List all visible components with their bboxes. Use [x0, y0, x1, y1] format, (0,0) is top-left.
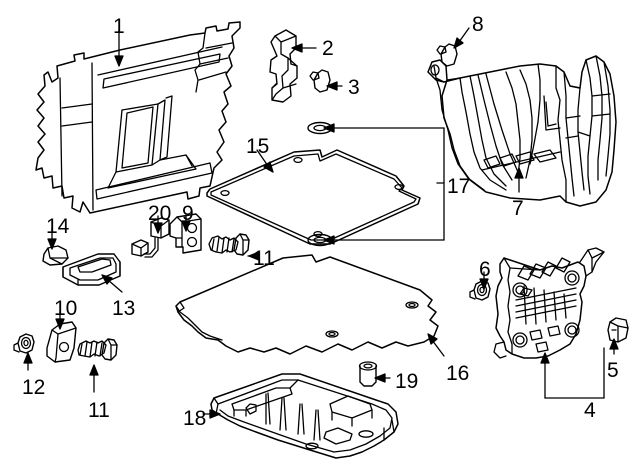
part-14-plug: [42, 245, 69, 266]
callout-label-12: 12: [22, 376, 46, 399]
part-1-quarter-trim-panel: [35, 21, 241, 214]
callout-label-5: 5: [607, 359, 619, 382]
part-2-bracket: [269, 29, 298, 103]
part-7-wheelhouse-trim: [427, 55, 617, 207]
part-8-retainer-clip: [436, 43, 458, 67]
part-10-trim-cover: [46, 321, 77, 363]
callout-label-18: 18: [183, 407, 207, 430]
callout-label-14: 14: [46, 215, 70, 238]
part-19-grommet: [358, 361, 378, 387]
callout-label-15: 15: [246, 135, 270, 158]
part-11-bolt-lower: [77, 338, 118, 361]
part-13-cover-lid: [62, 253, 121, 286]
leader-lines: [23, 27, 619, 419]
part-16-carpet: [175, 254, 439, 355]
part-6-nut: [469, 280, 491, 301]
callout-label-7: 7: [512, 197, 524, 220]
callout-label-8: 8: [472, 13, 484, 36]
part-11-bolt-upper: [208, 233, 250, 256]
callout-label-16: 16: [446, 362, 470, 385]
callout-label-1: 1: [113, 15, 125, 38]
callout-label-17: 17: [447, 175, 471, 198]
callout-label-2: 2: [322, 37, 334, 60]
callout-label-11-lower: 11: [88, 399, 110, 422]
part-17-grommets: [307, 121, 333, 247]
callout-label-20: 20: [148, 202, 172, 225]
callout-label-10: 10: [54, 297, 78, 320]
part-4-bracket-assembly: [493, 247, 605, 359]
callout-label-11: 11: [253, 247, 275, 270]
part-9-striker-bracket: [169, 213, 202, 254]
callout-label-4: 4: [584, 399, 596, 422]
callout-label-6: 6: [479, 258, 491, 281]
part-12-nut: [13, 333, 35, 354]
part-15-load-floor-panel: [206, 149, 421, 245]
part-5-clip: [607, 317, 629, 343]
callout-label-3: 3: [348, 76, 360, 99]
callout-label-9: 9: [182, 202, 194, 225]
callout-label-13: 13: [112, 297, 136, 320]
part-3-retainer-clip: [309, 69, 331, 93]
callout-label-19: 19: [395, 370, 419, 393]
